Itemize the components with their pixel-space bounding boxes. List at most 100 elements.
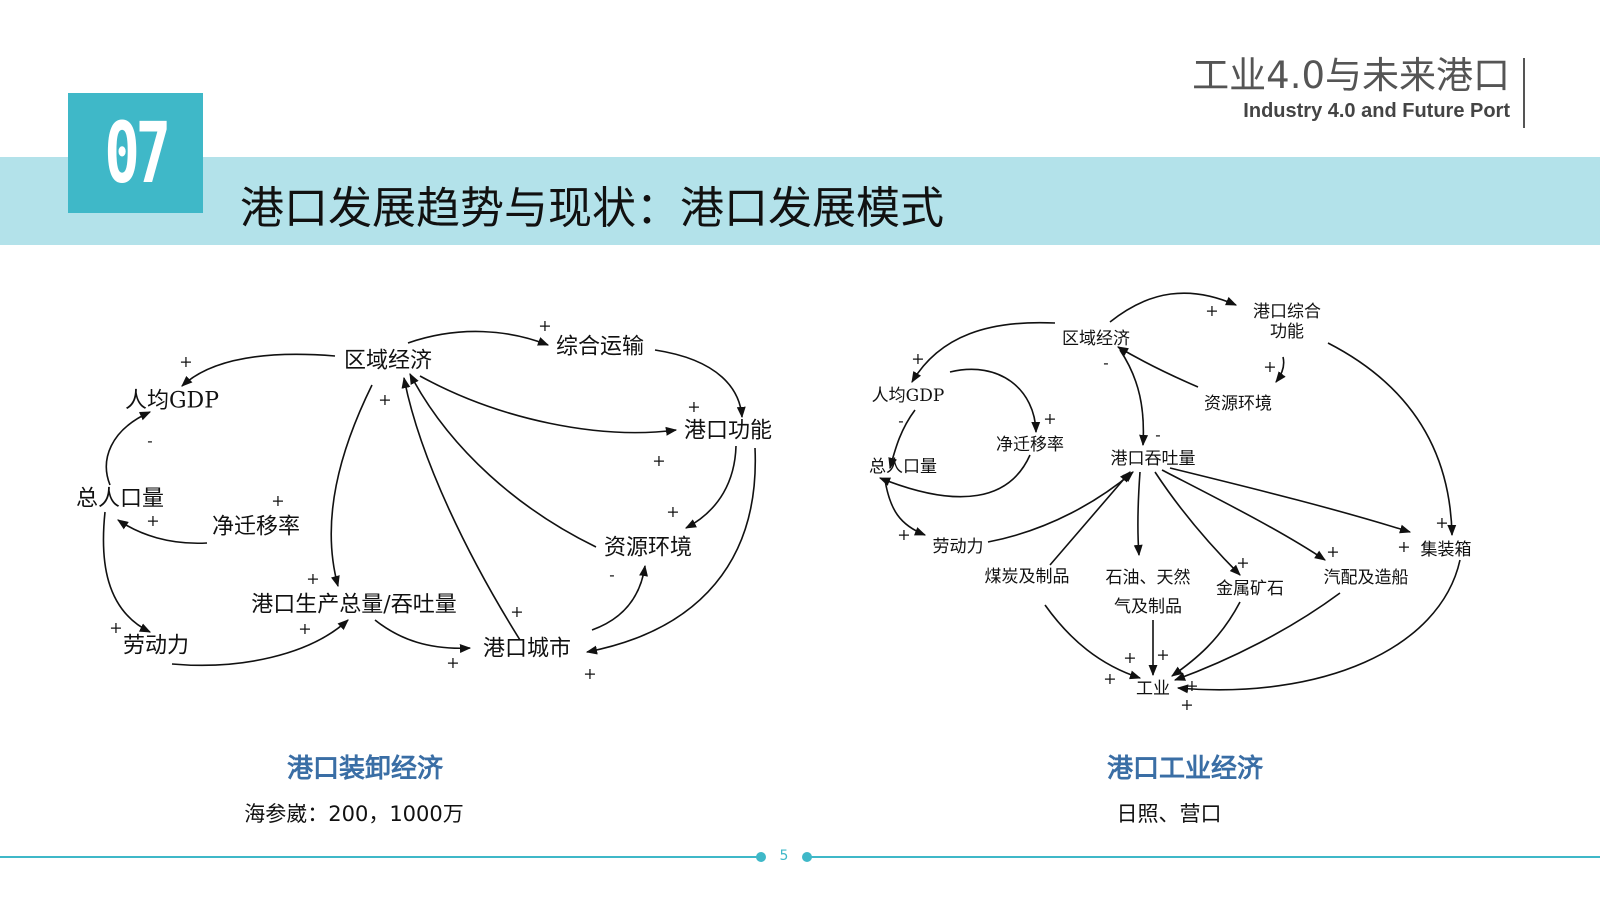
causal-arrow xyxy=(1154,471,1241,576)
right-diagram-node: 煤炭及制品 xyxy=(985,567,1070,587)
plus-sign: + xyxy=(897,525,910,544)
causal-arrow xyxy=(105,411,152,486)
minus-sign: - xyxy=(1155,425,1160,444)
page-title: 港口发展趋势与现状：港口发展模式 xyxy=(240,183,944,234)
right-diagram-node: 气及制品 xyxy=(1114,597,1182,617)
causal-arrow xyxy=(878,454,1031,498)
causal-arrow xyxy=(401,376,521,641)
causal-arrow xyxy=(419,375,678,436)
right-diagram-node: 资源环境 xyxy=(1204,394,1272,414)
plus-sign: + xyxy=(1435,513,1448,532)
minus-sign: - xyxy=(1103,353,1108,372)
plus-sign: + xyxy=(687,397,700,416)
causal-arrow xyxy=(102,511,152,633)
causal-arrow xyxy=(685,445,737,529)
plus-sign: + xyxy=(538,316,551,335)
right-diagram-node: 集装箱 xyxy=(1421,540,1472,560)
right-diagram-node: 金属矿石 xyxy=(1216,579,1284,599)
causal-arrow xyxy=(171,619,349,667)
plus-sign: + xyxy=(666,502,679,521)
causal-arrow xyxy=(1176,559,1461,694)
causal-arrow xyxy=(911,321,1056,383)
plus-sign: + xyxy=(1263,357,1276,376)
plus-sign: + xyxy=(1043,409,1056,428)
footer-line-left xyxy=(0,856,760,858)
causal-arrow xyxy=(1119,349,1149,447)
causal-arrow xyxy=(585,447,757,655)
causal-arrow xyxy=(1117,346,1199,388)
left-diagram-node: 港口城市 xyxy=(483,637,571,662)
causal-arrow xyxy=(181,353,336,387)
left-diagram-node: 资源环境 xyxy=(604,536,692,561)
plus-sign: + xyxy=(510,602,523,621)
causal-arrow xyxy=(1109,292,1238,323)
brand-title-en: Industry 4.0 and Future Port xyxy=(1243,100,1510,122)
plus-sign: + xyxy=(1123,648,1136,667)
plus-sign: + xyxy=(1185,676,1198,695)
right-diagram-node: 汽配及造船 xyxy=(1324,568,1409,588)
causal-arrow xyxy=(591,564,648,631)
left-diagram-node: 港口功能 xyxy=(684,419,772,444)
causal-arrow xyxy=(1327,342,1457,537)
right-diagram-node: 港口综合 xyxy=(1253,302,1321,322)
footer-line-right xyxy=(808,856,1600,858)
minus-sign: - xyxy=(147,431,152,450)
plus-sign: + xyxy=(652,451,665,470)
title-band xyxy=(0,157,1600,245)
plus-sign: + xyxy=(298,619,311,638)
causal-arrow xyxy=(654,349,746,419)
minus-sign: - xyxy=(609,565,614,584)
causal-arrow xyxy=(1161,469,1326,561)
plus-sign: + xyxy=(271,491,284,510)
plus-sign: + xyxy=(146,511,159,530)
right-diagram-node: 人均GDP xyxy=(872,386,945,406)
causal-arrow xyxy=(374,619,472,653)
causal-arrow xyxy=(407,330,550,346)
right-diagram-node: 港口吞吐量 xyxy=(1111,449,1196,469)
causal-arrow xyxy=(1171,601,1241,677)
left-diagram-node: 区域经济 xyxy=(344,349,432,374)
causal-arrow xyxy=(1133,471,1143,557)
plus-sign: + xyxy=(1103,669,1116,688)
right-diagram-node: 劳动力 xyxy=(933,537,984,557)
causal-arrow xyxy=(1049,471,1131,566)
left-diagram-node: 港口生产总量/吞吐量 xyxy=(251,593,456,618)
page-number: 5 xyxy=(779,848,789,864)
plus-sign: + xyxy=(109,618,122,637)
left-diagram-node: 综合运输 xyxy=(556,335,644,360)
plus-sign: + xyxy=(1180,695,1193,714)
plus-sign: + xyxy=(1205,301,1218,320)
right-diagram-node: 功能 xyxy=(1270,322,1304,342)
causal-arrow xyxy=(1044,604,1142,680)
left-diagram-caption: 港口装卸经济 xyxy=(286,754,444,784)
causal-arrow xyxy=(888,409,916,470)
causal-arrow xyxy=(117,519,208,545)
right-diagram-caption: 港口工业经济 xyxy=(1106,754,1264,784)
causal-arrow xyxy=(409,373,597,548)
footer-dot xyxy=(802,852,812,862)
causal-arrow xyxy=(1173,592,1341,681)
left-diagram-node: 总人口量 xyxy=(76,487,164,512)
brand-divider xyxy=(1523,58,1525,128)
right-diagram-subcaption: 日照、营口 xyxy=(1116,802,1222,826)
causal-arrow xyxy=(949,368,1041,434)
causal-arrow xyxy=(1169,467,1412,534)
right-diagram-node: 工业 xyxy=(1136,679,1170,699)
section-number-text: 07 xyxy=(104,104,171,202)
causal-arrow xyxy=(330,384,373,588)
plus-sign: + xyxy=(1326,542,1339,561)
plus-sign: + xyxy=(1236,553,1249,572)
minus-sign: - xyxy=(898,411,903,430)
right-diagram-node: 石油、天然 xyxy=(1106,568,1191,588)
plus-sign: + xyxy=(583,664,596,683)
plus-sign: + xyxy=(1156,645,1169,664)
brand: 工业4.0与未来港口 Industry 4.0 and Future Port xyxy=(1192,52,1510,123)
right-diagram-node: 总人口量 xyxy=(869,457,937,477)
section-number: 07 xyxy=(68,93,203,213)
right-diagram-node: 净迁移率 xyxy=(996,435,1064,455)
left-diagram-node: 人均GDP xyxy=(125,389,219,414)
plus-sign: + xyxy=(911,349,924,368)
footer-dot xyxy=(756,852,766,862)
plus-sign: + xyxy=(306,569,319,588)
